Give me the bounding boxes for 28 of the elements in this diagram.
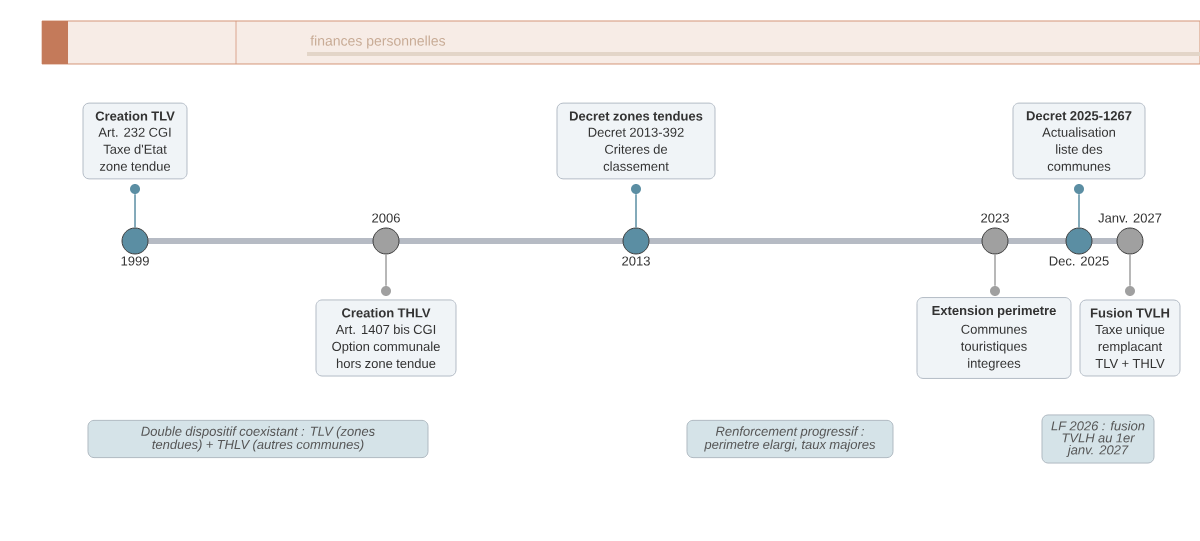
year-label: Janv. 2027 (1098, 213, 1162, 223)
event-marker (121, 227, 149, 255)
note-box: Renforcement progressif : perimetre elargi, taux majores (686, 419, 894, 459)
connector (1129, 253, 1131, 287)
note-box: LF 2026 : fusion TVLH au 1er janv. 2027 (1041, 414, 1155, 464)
event-card: Creation THLV Art. 1407 bis CGI Option communale hors zone tendue (315, 299, 457, 377)
year-label: 2006 (372, 213, 400, 223)
connector (1078, 193, 1080, 229)
event-card: Decret zones tendues Decret 2013-392 Criteres de classement (556, 102, 716, 180)
note-box: Double dispositif coexistant : TLV (zones tendues) + THLV (autres communes) (87, 419, 429, 459)
header-subtitle: finances personnelles (310, 35, 446, 49)
year-label: Dec. 2025 (1049, 256, 1109, 266)
event-marker (372, 227, 400, 255)
event-card: Decret 2025-1267 Actualisation liste des communes (1012, 102, 1146, 180)
year-label: 2023 (981, 213, 1009, 223)
event-marker (981, 227, 1009, 255)
connector (635, 193, 637, 229)
event-marker (622, 227, 650, 255)
year-label: 2013 (622, 256, 650, 266)
event-marker (1065, 227, 1093, 255)
event-marker (1116, 227, 1144, 255)
connector (385, 253, 387, 287)
event-card: Fusion TVLH Taxe unique remplacant TLV + THLV (1079, 299, 1181, 377)
connector (994, 253, 996, 287)
year-label: 1999 (121, 256, 149, 266)
connector (134, 193, 136, 229)
event-card: Extension perimetre Communes touristiques integrees (916, 297, 1072, 379)
event-card: Creation TLV Art. 232 CGI Taxe d'Etat zone tendue (82, 102, 188, 180)
